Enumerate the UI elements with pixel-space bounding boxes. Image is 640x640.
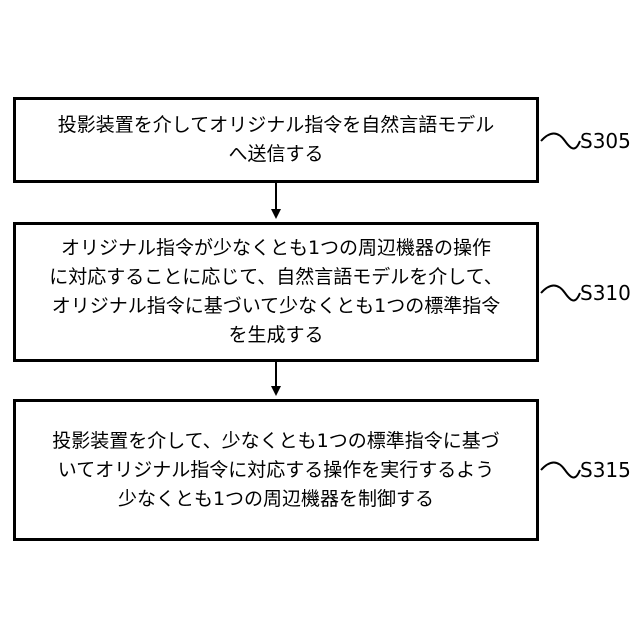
step-id-s315: S315 xyxy=(580,458,631,482)
step-s315-line-2: いてオリジナル指令に対応する操作を実行するよう xyxy=(58,456,494,485)
leader-s310 xyxy=(541,286,580,301)
step-box-s315: 投影装置を介して、少なくとも1つの標準指令に基づ いてオリジナル指令に対応する操… xyxy=(13,399,539,541)
step-box-s310: オリジナル指令が少なくとも1つの周辺機器の操作 に対応することに応じて、自然言語… xyxy=(13,222,539,362)
step-s310-line-4: を生成する xyxy=(228,321,323,350)
step-id-s305: S305 xyxy=(580,129,631,153)
step-s305-line-2: へ送信する xyxy=(228,140,323,169)
step-id-s310: S310 xyxy=(580,281,631,305)
step-s310-line-2: に対応することに応じて、自然言語モデルを介して、 xyxy=(49,263,503,292)
leader-s305 xyxy=(541,134,580,149)
leader-s315 xyxy=(541,463,580,478)
step-s315-line-1: 投影装置を介して、少なくとも1つの標準指令に基づ xyxy=(52,427,500,456)
step-s310-line-1: オリジナル指令が少なくとも1つの周辺機器の操作 xyxy=(61,234,491,263)
step-s315-line-3: 少なくとも1つの周辺機器を制御する xyxy=(118,485,434,514)
step-s310-line-3: オリジナル指令に基づいて少なくとも1つの標準指令 xyxy=(52,292,501,321)
step-s305-line-1: 投影装置を介してオリジナル指令を自然言語モデル xyxy=(58,111,494,140)
step-box-s305: 投影装置を介してオリジナル指令を自然言語モデル へ送信する xyxy=(13,97,539,183)
